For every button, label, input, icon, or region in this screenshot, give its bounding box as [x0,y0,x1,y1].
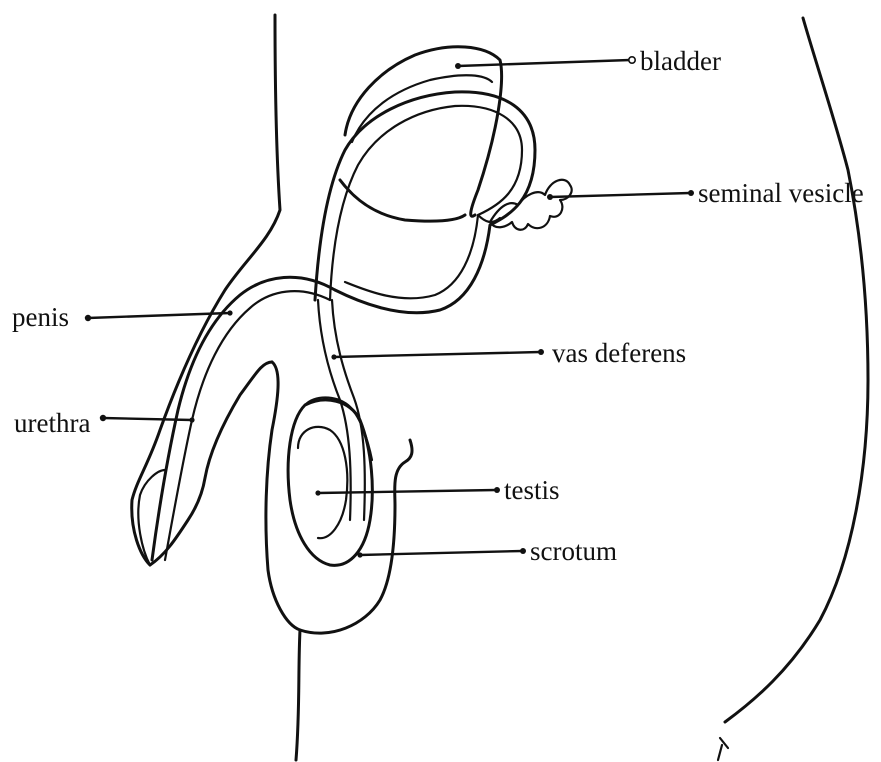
vas-deferens-descend-right [332,300,365,520]
label-scrotum: scrotum [530,536,617,566]
label-urethra: urethra [14,408,90,438]
epididymis [305,398,372,461]
bladder-inner [352,75,492,142]
body-outline-left [132,15,280,565]
label-penis: penis [12,302,69,332]
leader-seminal-vesicle-end [688,190,694,196]
label-testis: testis [504,475,560,505]
thigh-line [296,630,300,760]
label-seminal-vesicle: seminal vesicle [698,178,864,208]
leader-seminal-vesicle-dot [547,194,553,200]
leader-urethra-dot [189,417,194,422]
leader-scrotum-dot [357,552,362,557]
leader-scrotum-end [520,548,526,554]
penis-glans [138,470,165,565]
seminal-vesicle-duct [478,215,500,222]
leader-bladder-dot [455,63,461,69]
leader-vas-deferens-end [538,349,544,355]
bladder-base [340,180,465,221]
body-outline-right-stub [718,738,728,760]
label-vas-deferens: vas deferens [552,338,686,368]
leader-vas-deferens-dot [331,354,336,359]
leader-vas-deferens [334,352,540,357]
seminal-vesicle-shape [490,180,572,230]
leader-urethra-end [100,415,106,421]
leader-bladder-end [629,57,635,63]
testis-inner [298,427,347,538]
leader-penis-end [85,315,91,321]
leader-testis [318,490,496,493]
leader-testis-dot [315,490,320,495]
testis-outer [288,400,372,565]
body-outline-right [725,18,868,722]
leader-testis-end [494,487,500,493]
leader-urethra [103,418,192,420]
vas-deferens-descend-left [318,300,351,520]
label-bladder: bladder [640,46,721,76]
leader-scrotum [360,551,522,555]
leader-penis-dot [227,310,232,315]
bladder-shape [345,47,502,216]
leader-bladder [458,60,630,66]
